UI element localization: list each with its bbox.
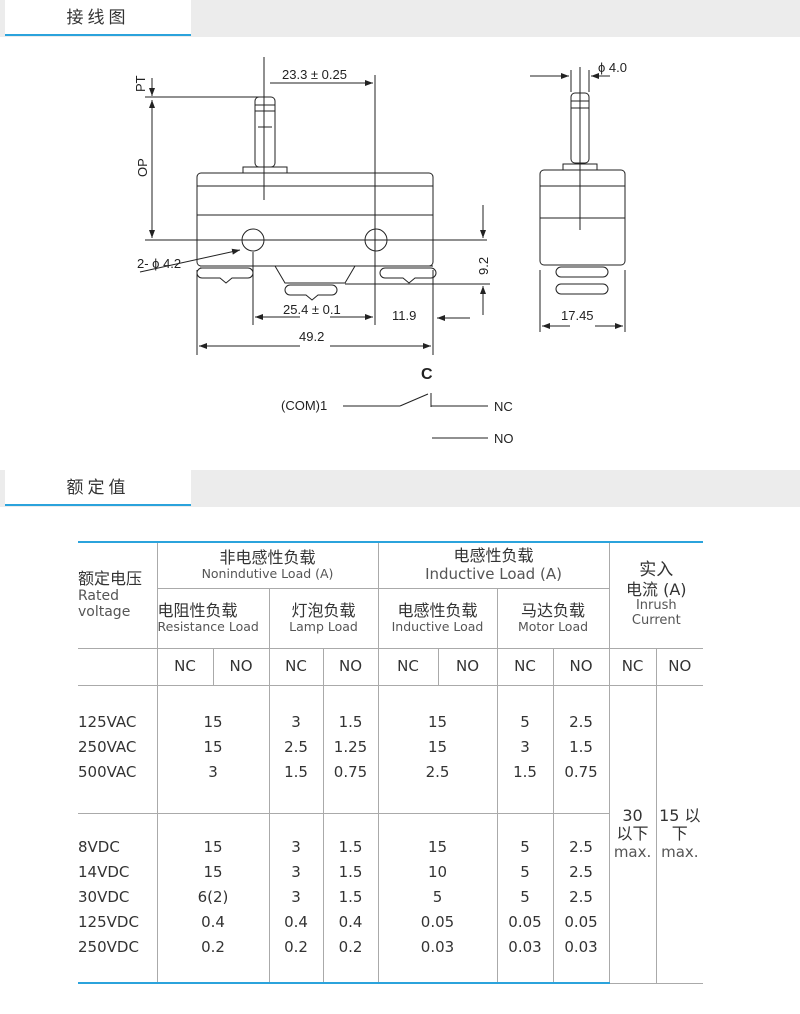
rating-section-header: 额定值 (0, 470, 800, 507)
nc-header: NC (608, 647, 657, 686)
inrush-header: 实入电流 (A)Inrush Current (608, 541, 704, 649)
rating-section-title: 额定值 (5, 470, 191, 506)
no-header: NO (322, 647, 379, 686)
no-label: NO (494, 431, 514, 446)
no-header: NO (437, 647, 498, 686)
dim-25-4: 25.4 ± 0.1 (283, 302, 341, 317)
com-c-label: C (421, 366, 433, 383)
nc-label: NC (494, 399, 513, 414)
front-view (139, 57, 490, 355)
dim-17-45: 17.45 (561, 308, 594, 323)
wiring-diagram: PT OP 23.3 ± 0.25 2- ϕ 4.2 9.2 25.4 ± 0.… (133, 57, 627, 446)
phi-4-label: ϕ 4.0 (598, 60, 627, 75)
nc-header: NC (496, 647, 554, 686)
dim-49-2: 49.2 (299, 329, 324, 344)
nc-header: NC (377, 647, 439, 686)
wiring-section-header: 接线图 (0, 0, 800, 37)
nc-header: NC (156, 647, 214, 686)
hole-label: 2- ϕ 4.2 (137, 256, 181, 271)
op-label: OP (135, 158, 150, 177)
com-label: (COM)1 (281, 398, 327, 413)
nc-header: NC (268, 647, 324, 686)
side-view (530, 67, 626, 332)
no-header: NO (552, 647, 610, 686)
dim-23-3: 23.3 ± 0.25 (282, 67, 347, 82)
no-header: NO (212, 647, 270, 686)
circuit-symbol (343, 393, 488, 439)
dim-11-9: 11.9 (392, 308, 416, 323)
pt-label: PT (133, 75, 148, 92)
wiring-section-title: 接线图 (5, 0, 191, 36)
no-header: NO (655, 647, 704, 686)
dim-9-2: 9.2 (476, 257, 491, 275)
